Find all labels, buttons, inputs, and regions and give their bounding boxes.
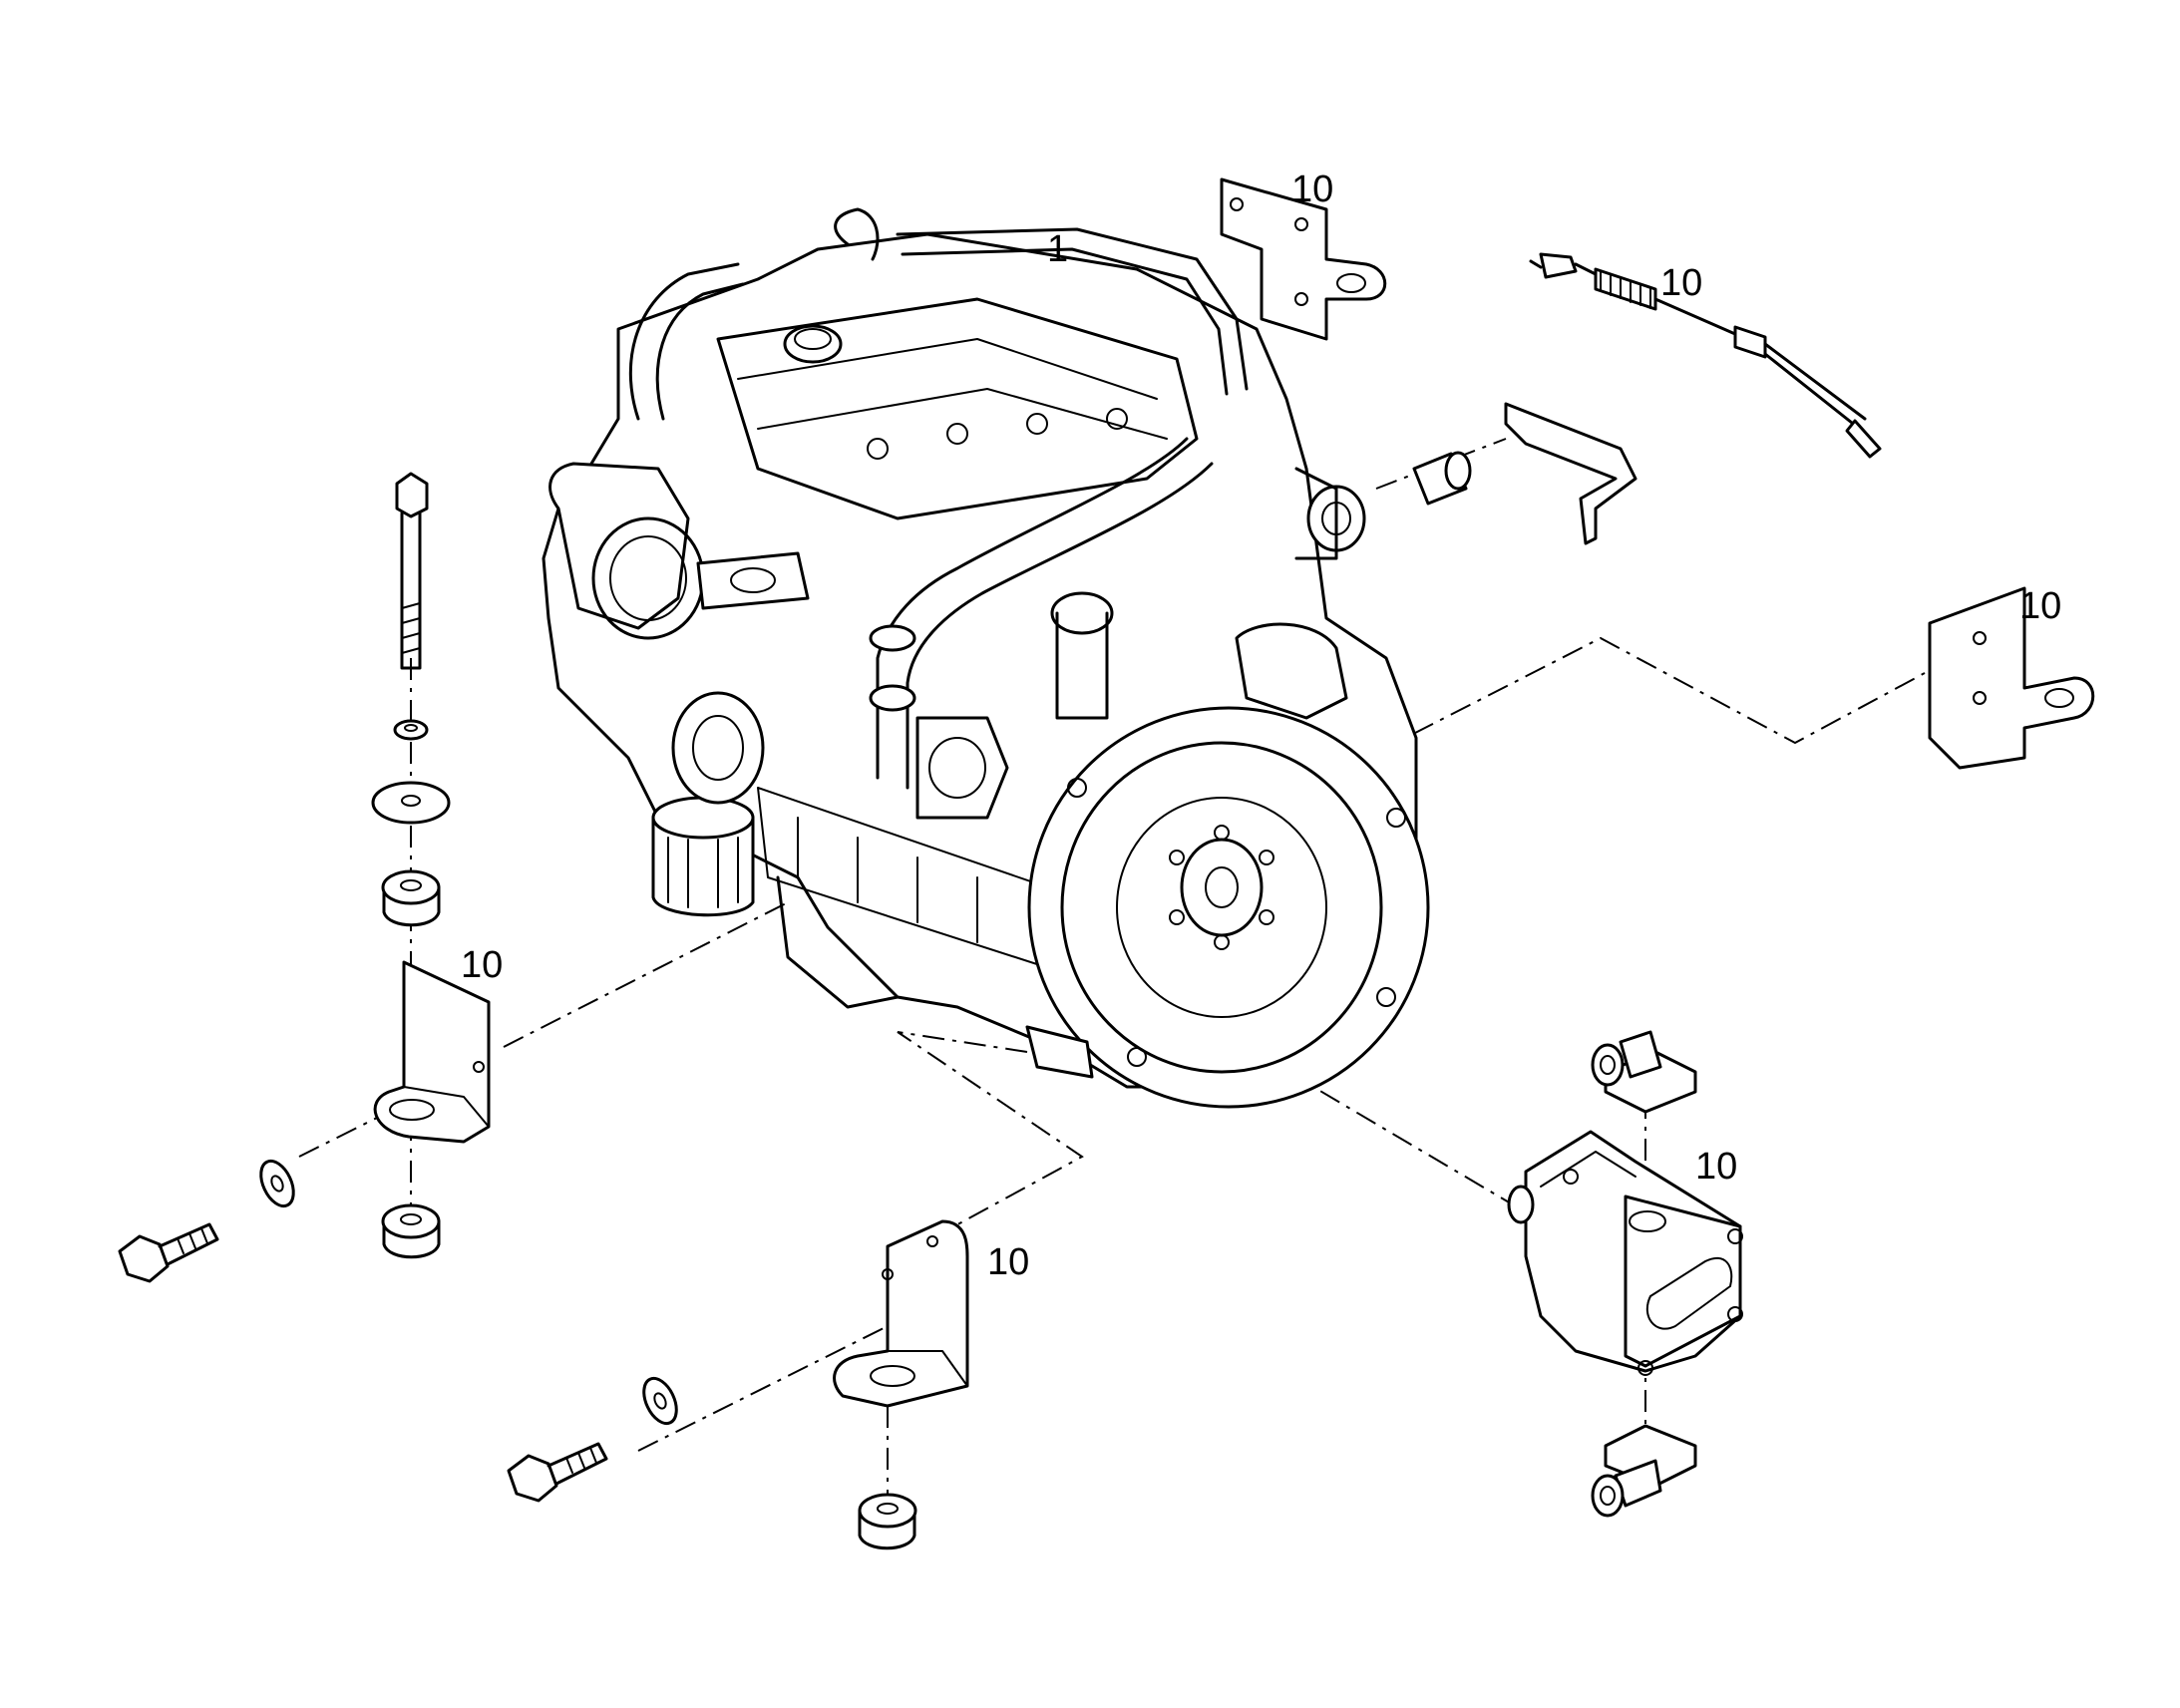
callout-bracket-front: 10 xyxy=(987,1241,1029,1283)
hex-bolt-front[interactable] xyxy=(507,1442,608,1503)
rubber-mount-front[interactable] xyxy=(858,1493,917,1550)
hydraulic-pump[interactable] xyxy=(1507,1130,1743,1376)
engine-assembly[interactable] xyxy=(542,207,1430,1109)
engine-bracket-top[interactable] xyxy=(1220,177,1387,341)
engine-bracket-right[interactable] xyxy=(1928,586,2095,770)
callout-bracket-right: 10 xyxy=(2019,585,2061,627)
cable-support-bracket[interactable] xyxy=(1504,402,1637,545)
rubber-mount-upper-left[interactable] xyxy=(381,869,441,927)
engine-bracket-front[interactable] xyxy=(833,1219,969,1408)
engine-bracket-left[interactable] xyxy=(373,960,491,1144)
callout-mount-left: 10 xyxy=(461,944,503,986)
mounting-bolt-long[interactable] xyxy=(395,472,429,670)
washer-left-bolt[interactable] xyxy=(254,1156,300,1210)
pump-fitting-bottom[interactable] xyxy=(1591,1424,1697,1518)
callout-hydraulic-pump: 10 xyxy=(1695,1146,1737,1188)
hex-bolt-left[interactable] xyxy=(118,1222,219,1283)
throttle-cable[interactable] xyxy=(1529,252,1882,459)
callout-engine: 1 xyxy=(1047,228,1068,270)
flat-washer-left[interactable] xyxy=(371,781,451,825)
lock-washer-left[interactable] xyxy=(393,719,429,741)
pump-fitting-top[interactable] xyxy=(1591,1030,1697,1114)
callout-throttle-cable: 10 xyxy=(1660,262,1702,304)
washer-front-bolt[interactable] xyxy=(637,1373,683,1428)
callout-bracket-top: 10 xyxy=(1291,169,1333,210)
rubber-mount-lower-left[interactable] xyxy=(381,1203,441,1259)
spacer-sleeve[interactable] xyxy=(1412,451,1472,506)
